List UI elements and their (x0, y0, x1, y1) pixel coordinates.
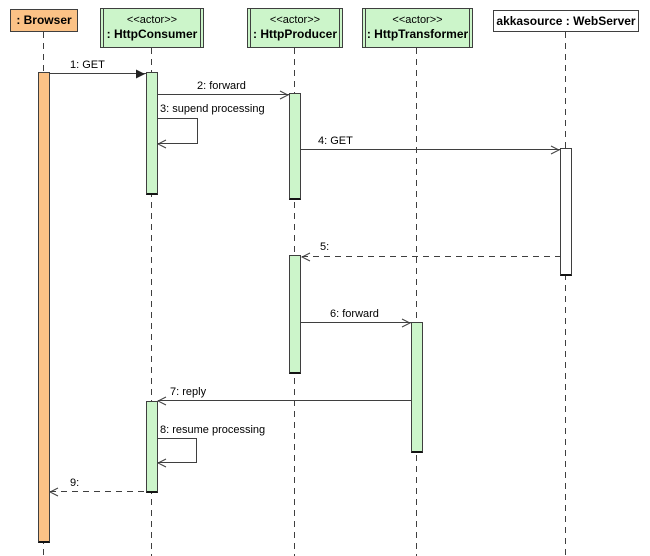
activation-consumer-1 (146, 72, 158, 195)
participant-box-httptransformer: <<actor>> : HttpTransformer (362, 8, 473, 48)
activation-producer-2 (289, 255, 301, 374)
message-7-arrowhead-open-icon (157, 396, 167, 406)
lifeline-httptransformer (416, 48, 417, 556)
activation-webserver (560, 148, 572, 276)
message-9-label: 9: (70, 477, 80, 489)
message-3-arrowhead-open-icon (157, 139, 167, 149)
message-2-arrowhead-open-icon (279, 90, 289, 100)
participant-stereotype-httpproducer: <<actor>> (269, 13, 321, 26)
participant-name-webserver: akkasource : WebServer (496, 13, 636, 28)
participant-box-webserver: akkasource : WebServer (493, 10, 639, 32)
message-1-label: 1: GET (70, 59, 105, 71)
message-6-label: 6: forward (330, 308, 379, 320)
participant-name-httptransformer: : HttpTransformer (366, 27, 469, 42)
double-border-left (103, 9, 104, 47)
participant-name-httpconsumer: : HttpConsumer (106, 27, 198, 42)
activation-consumer-2 (146, 401, 158, 493)
message-1-line (50, 73, 146, 74)
message-2-line (158, 94, 289, 95)
message-4-arrowhead-open-icon (550, 145, 560, 155)
message-6-arrowhead-open-icon (401, 318, 411, 328)
lifeline-httpconsumer (151, 48, 152, 556)
participant-name-browser: : Browser (16, 13, 72, 27)
lifeline-webserver (565, 32, 566, 556)
double-border-left (365, 9, 366, 47)
double-border-right (200, 9, 201, 47)
message-9-arrowhead-open-icon (49, 487, 59, 497)
message-1-arrowhead-filled-icon (136, 69, 145, 79)
message-8-label: 8: resume processing (160, 424, 266, 436)
message-8-self-loop (158, 438, 197, 463)
activation-browser (38, 72, 50, 543)
participant-stereotype-httpconsumer: <<actor>> (126, 13, 178, 26)
message-5-arrowhead-open-icon (301, 252, 311, 262)
message-8-arrowhead-open-icon (157, 458, 167, 468)
double-border-left (250, 9, 251, 47)
participant-box-browser: : Browser (10, 9, 78, 32)
double-border-right (339, 9, 340, 47)
participant-name-httpproducer: : HttpProducer (253, 27, 337, 42)
message-5-line (302, 256, 560, 257)
message-5-label: 5: (320, 241, 330, 253)
activation-transformer (411, 322, 423, 453)
participant-stereotype-httptransformer: <<actor>> (392, 13, 443, 26)
double-border-right (469, 9, 470, 47)
message-2-label: 2: forward (197, 80, 246, 92)
message-4-label: 4: GET (318, 135, 353, 147)
message-7-label: 7: reply (170, 386, 207, 398)
message-9-line (50, 491, 146, 492)
participant-box-httpconsumer: <<actor>> : HttpConsumer (100, 8, 204, 48)
activation-producer-1 (289, 93, 301, 200)
message-3-self-loop (158, 118, 198, 144)
message-4-line (301, 149, 560, 150)
participant-box-httpproducer: <<actor>> : HttpProducer (247, 8, 343, 48)
message-6-line (301, 322, 411, 323)
message-7-line (158, 400, 411, 401)
message-3-label: 3: supend processing (160, 103, 265, 115)
